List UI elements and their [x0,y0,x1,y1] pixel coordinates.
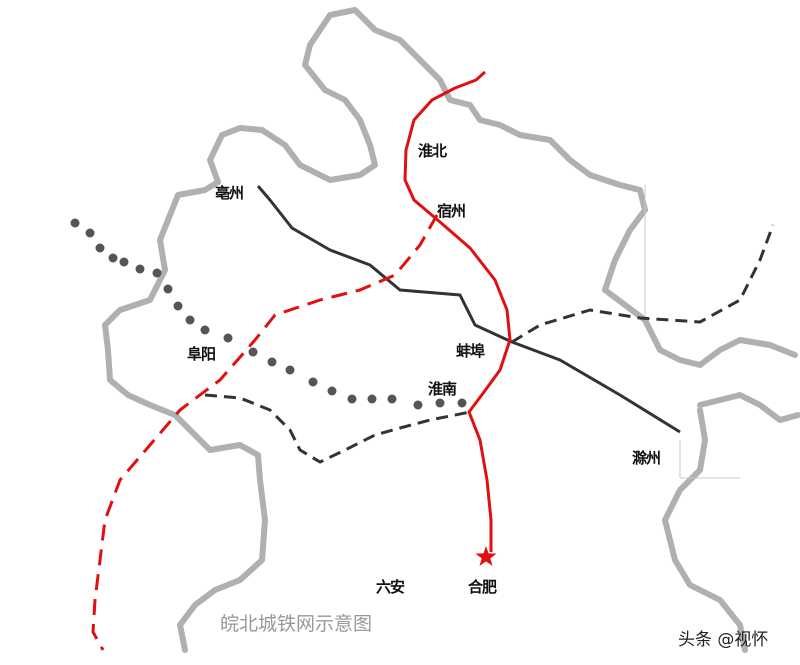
rail-dot [95,243,105,253]
rail-dot [308,377,318,387]
city-label-bozhou: 亳州 [215,184,244,202]
rail-dot [367,394,377,404]
rail-dot [135,264,145,274]
city-label-luan: 六安 [376,578,405,596]
rail-dot [248,347,258,357]
rail-dot [152,268,162,278]
rail-dot [347,394,357,404]
capital-star-icon [475,546,497,566]
rail-dot [85,228,95,238]
rail-dot [185,315,195,325]
planned-rail-suzhou-fuyang [91,214,439,651]
province-border [697,392,800,423]
city-label-hefei: 合肥 [468,578,497,596]
province-border [662,407,748,653]
rail-dot [327,386,337,396]
rail-dot [457,398,467,408]
rail-dot [267,357,277,367]
city-label-chuzhou: 滁州 [632,449,661,467]
rail-dot [108,253,118,263]
rail-dot [200,325,210,335]
rail-dot [163,284,173,294]
rail-dot [413,400,423,410]
rail-dot [285,365,295,375]
map-title: 皖北城铁网示意图 [220,613,373,635]
rail-dot [70,218,80,228]
rail-dot [387,394,397,404]
rail-dot [223,333,233,343]
city-label-suzhou: 宿州 [437,202,466,220]
city-label-huaibei: 淮北 [418,142,447,160]
rail-huaibei-hefei [403,70,512,552]
city-label-huainan: 淮南 [428,380,457,398]
province-border [307,7,648,308]
city-label-fuyang: 阜阳 [187,345,216,363]
province-border [102,42,378,653]
rail-dot [435,398,445,408]
rail-dot [119,257,129,267]
planned-rail-bengbu-east [511,224,775,344]
watermark: 头条 @视怀 [678,630,769,650]
province-border [622,302,798,368]
planned-rail-huainan-fuyang [204,393,471,464]
rail-bozhou-bengbu-chuzhou [256,185,681,434]
province-borders [102,7,800,653]
city-label-bengbu: 蚌埠 [456,342,485,360]
dotted-rail-fuyang-huainan [70,218,467,410]
rail-dot [173,301,183,311]
